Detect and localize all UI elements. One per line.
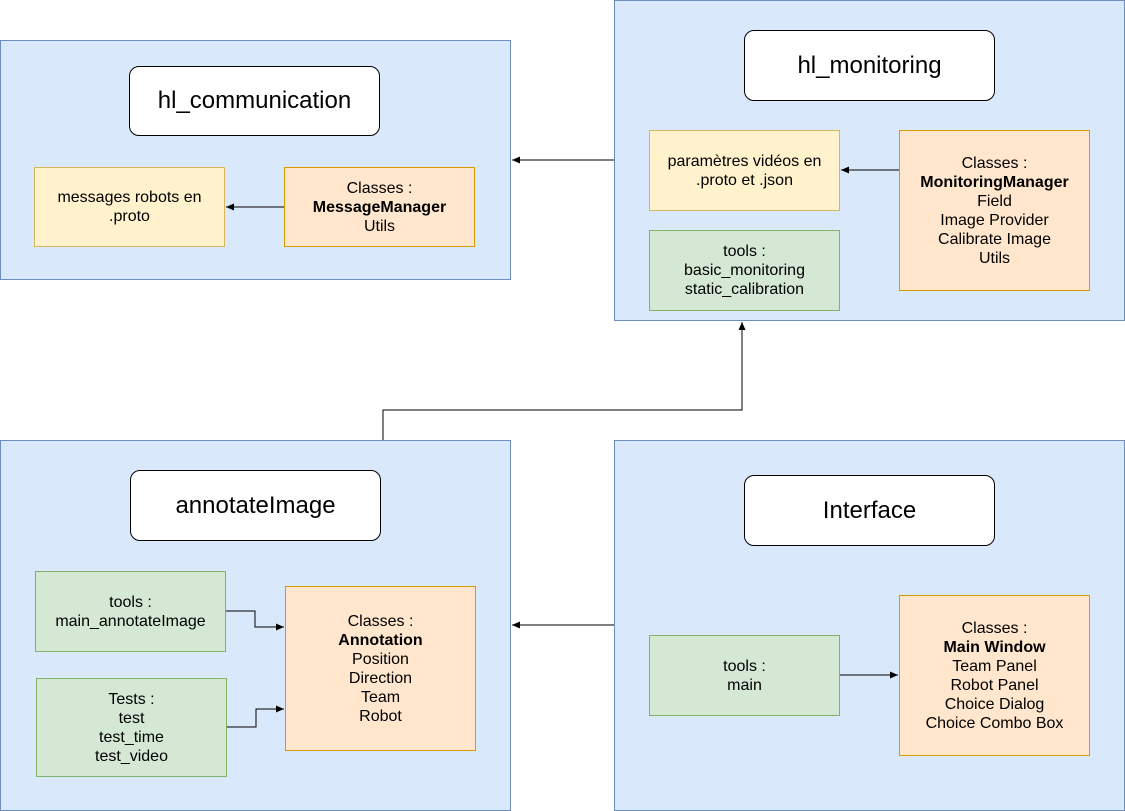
- tools-heading: tools :: [109, 593, 152, 611]
- class-field: Field: [977, 192, 1012, 210]
- tool-basic-monitoring: basic_monitoring: [684, 262, 805, 279]
- class-team-panel: Team Panel: [952, 657, 1037, 675]
- class-main-window: Main Window: [943, 638, 1046, 656]
- class-robot: Robot: [359, 707, 402, 725]
- classes-heading: Classes :: [346, 179, 413, 197]
- test-test-time: test_time: [99, 728, 164, 746]
- package-title-hl-communication: hl_communication: [129, 66, 380, 136]
- params-line-1: paramètres vidéos en: [667, 152, 822, 170]
- test-test: test: [118, 709, 145, 727]
- messages-line-2: .proto: [109, 208, 150, 225]
- package-title-annotate-image: annotateImage: [130, 470, 381, 541]
- tools-box-interface: tools : main: [649, 635, 840, 716]
- tools-heading: tools :: [723, 657, 766, 675]
- classes-box-annotate-image: Classes : Annotation Position Direction …: [285, 586, 476, 751]
- params-line-2: .proto et .json: [696, 171, 793, 189]
- classes-box-hl-monitoring: Classes : MonitoringManager Field Image …: [899, 130, 1090, 291]
- tools-heading: tools :: [723, 243, 766, 260]
- classes-heading: Classes :: [347, 612, 414, 630]
- class-image-provider: Image Provider: [940, 211, 1049, 229]
- class-choice-combo-box: Choice Combo Box: [925, 714, 1064, 732]
- tests-heading: Tests :: [108, 690, 155, 708]
- package-title-interface: Interface: [744, 475, 995, 546]
- class-position: Position: [352, 650, 409, 668]
- classes-heading: Classes :: [961, 619, 1028, 637]
- messages-robots-box: messages robots en .proto: [34, 167, 225, 247]
- messages-line-1: messages robots en: [57, 189, 202, 206]
- class-calibrate-image: Calibrate Image: [938, 230, 1051, 248]
- class-team: Team: [360, 688, 401, 706]
- video-params-box: paramètres vidéos en .proto et .json: [649, 130, 840, 211]
- tests-box-annotate-image: Tests : test test_time test_video: [36, 678, 227, 777]
- class-direction: Direction: [348, 669, 413, 687]
- tool-static-calibration: static_calibration: [684, 281, 805, 298]
- class-choice-dialog: Choice Dialog: [944, 695, 1045, 713]
- tool-main-annotate-image: main_annotateImage: [55, 612, 206, 630]
- class-monitoring-manager: MonitoringManager: [920, 173, 1069, 191]
- classes-box-hl-communication: Classes : MessageManager Utils: [284, 167, 475, 247]
- tool-main: main: [727, 676, 762, 694]
- edge-annotate-to-monitoring: [382, 322, 746, 440]
- class-robot-panel: Robot Panel: [950, 676, 1039, 694]
- tools-box-annotate-image: tools : main_annotateImage: [35, 571, 226, 652]
- package-title-hl-monitoring: hl_monitoring: [744, 30, 995, 101]
- classes-heading: Classes :: [961, 154, 1028, 172]
- class-annotation: Annotation: [338, 631, 423, 649]
- class-utils: Utils: [363, 217, 396, 235]
- test-test-video: test_video: [95, 747, 168, 765]
- tools-box-hl-monitoring: tools : basic_monitoring static_calibrat…: [649, 230, 840, 311]
- classes-box-interface: Classes : Main Window Team Panel Robot P…: [899, 595, 1090, 756]
- class-message-manager: MessageManager: [312, 198, 447, 216]
- class-utils: Utils: [978, 249, 1011, 267]
